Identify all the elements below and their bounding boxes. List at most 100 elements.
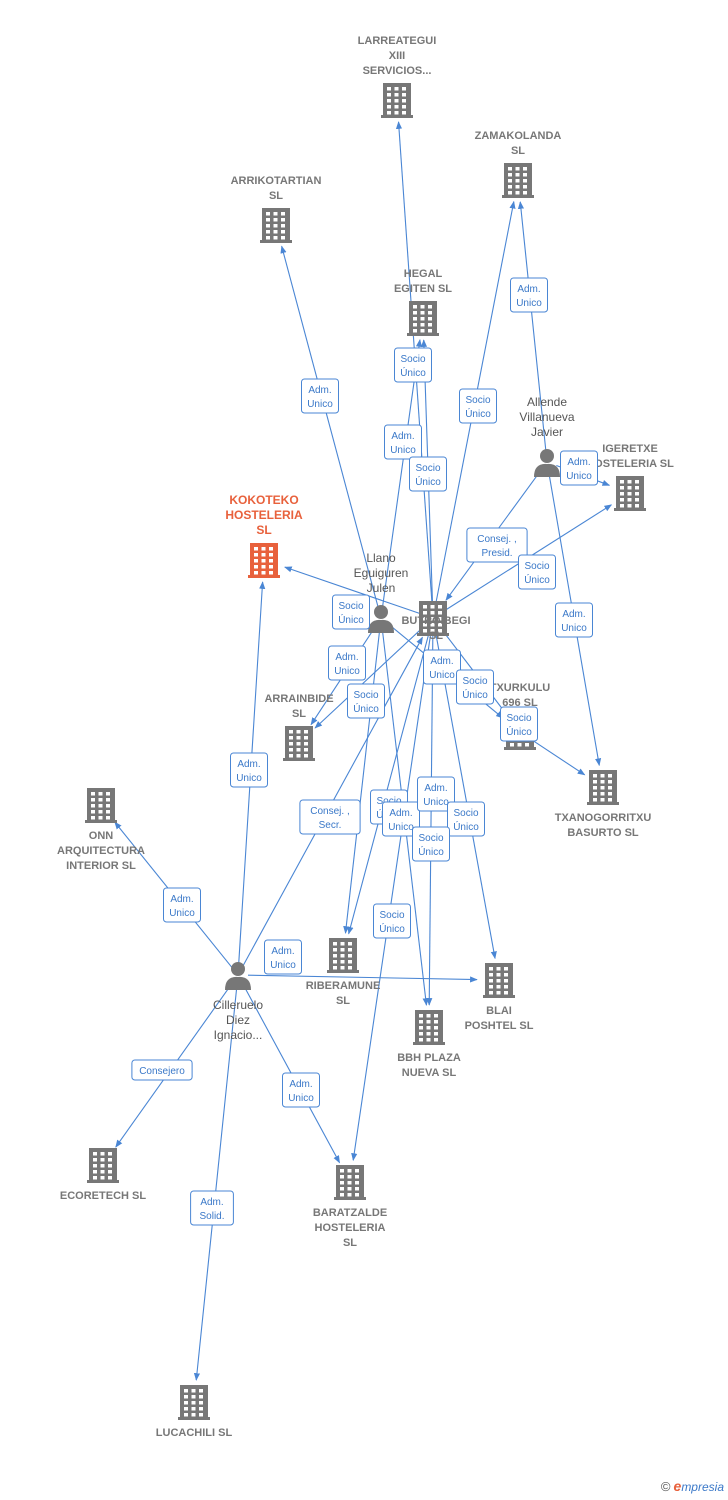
node-label: Villanueva [519, 410, 574, 424]
edge-label-box[interactable]: Consejero [131, 1059, 193, 1081]
edge-label-box[interactable]: Consej. , Secr. [299, 799, 361, 835]
edge-label-frame [282, 1072, 320, 1108]
building-icon [178, 1385, 210, 1420]
brand-footer[interactable]: ©empresia [661, 1478, 724, 1494]
edge-label-frame [332, 594, 370, 630]
edge-label-text: Socio [453, 808, 478, 819]
node-ecoretech[interactable]: ECORETECH SL [60, 1148, 146, 1202]
edge-label-text: Unico [561, 623, 587, 634]
edge-label-text: Socio [462, 676, 487, 687]
edge-label-box[interactable]: Adm.Unico [423, 649, 461, 685]
building-icon [483, 963, 515, 998]
edge-label-box[interactable]: Adm.Solid. [190, 1190, 234, 1226]
edge-label-text: Secr. [319, 820, 342, 831]
edge-label-text: Único [506, 725, 532, 738]
edge-label-text: Unico [307, 399, 333, 410]
node-label: Diez [226, 1013, 250, 1027]
edge-butroibegi-baratzalde [351, 627, 433, 1161]
edge-label-text: Único [415, 475, 441, 488]
edge-label-box[interactable]: Consej. ,Presid. [466, 527, 528, 563]
node-cilleruelo[interactable]: CillerueloDiezIgnacio... [213, 962, 263, 1042]
edge-label-text: Adm. [389, 808, 412, 819]
edge-label-box[interactable]: Adm. Unico [264, 939, 302, 975]
edge-label-box[interactable]: Adm.Unico [301, 378, 339, 414]
edge-label-text: Consej. , [310, 806, 349, 817]
edge-label-box[interactable]: Adm.Unico [230, 752, 268, 788]
edge-label-text: Adm. [271, 946, 294, 957]
edge-label-text: Unico [270, 960, 296, 971]
edge-butroibegi-riberamune [347, 627, 431, 935]
edge-label-frame [518, 554, 556, 590]
edge-label-frame [373, 903, 411, 939]
edge-label-box[interactable]: Adm.Unico [510, 277, 548, 313]
node-label: KOKOTEKO [229, 493, 298, 507]
person-icon [534, 449, 560, 477]
edge-label-box[interactable]: Adm.Unico [382, 801, 420, 837]
edge-label-text: Único [465, 407, 491, 420]
node-label: Cilleruelo [213, 998, 263, 1012]
edge-label-text: Socio [379, 910, 404, 921]
edge-label-frame [384, 424, 422, 460]
building-icon [260, 208, 292, 243]
node-label: NUEVA SL [402, 1067, 457, 1079]
node-lucachili[interactable]: LUCACHILI SL [156, 1385, 233, 1439]
edge-label-frame [417, 776, 455, 812]
edge-label-box[interactable]: Adm.Unico [384, 424, 422, 460]
edge-label-text: Único [400, 366, 426, 379]
node-label: Allende [527, 395, 567, 409]
edge-label-text: Unico [566, 471, 592, 482]
edge-label-frame [301, 378, 339, 414]
edge-label-text: Único [524, 573, 550, 586]
node-label: TXANOGORRITXU [555, 812, 652, 824]
copyright-symbol: © [660, 1479, 671, 1494]
building-icon [87, 1148, 119, 1183]
building-icon [614, 476, 646, 511]
edge-label-box[interactable]: Adm.Unico [555, 602, 593, 638]
edge-label-text: Unico [334, 666, 360, 677]
edge-label-box[interactable]: Adm.Unico [560, 450, 598, 486]
edge-label-box[interactable]: Adm.Unico [163, 887, 201, 923]
edge-label-text: Adm. [200, 1197, 223, 1208]
building-icon [327, 938, 359, 973]
edge-label-text: Unico [169, 908, 195, 919]
edge-label-frame [466, 527, 528, 563]
node-label: BASURTO SL [567, 827, 639, 839]
edge-label-box[interactable]: Adm.Unico [417, 776, 455, 812]
edge-label-text: Adm. [517, 284, 540, 295]
node-label: SL [256, 523, 271, 537]
edge-label-box[interactable]: Adm.Unico [328, 645, 366, 681]
node-label: 696 SL [502, 697, 538, 709]
edge-label-text: Unico [423, 797, 449, 808]
edge-label-text: Presid. [481, 548, 512, 559]
edge-label-box[interactable]: Adm.Unico [282, 1072, 320, 1108]
node-larreategui[interactable]: LARREATEGUIXIIISERVICIOS... [358, 35, 437, 118]
node-txanogorritxu[interactable]: TXANOGORRITXU BASURTO SL [555, 770, 652, 839]
edge-labels: Adm.UnicoAdm.UnicoSocioÚnicoAdm.UnicoSoc… [131, 277, 598, 1226]
